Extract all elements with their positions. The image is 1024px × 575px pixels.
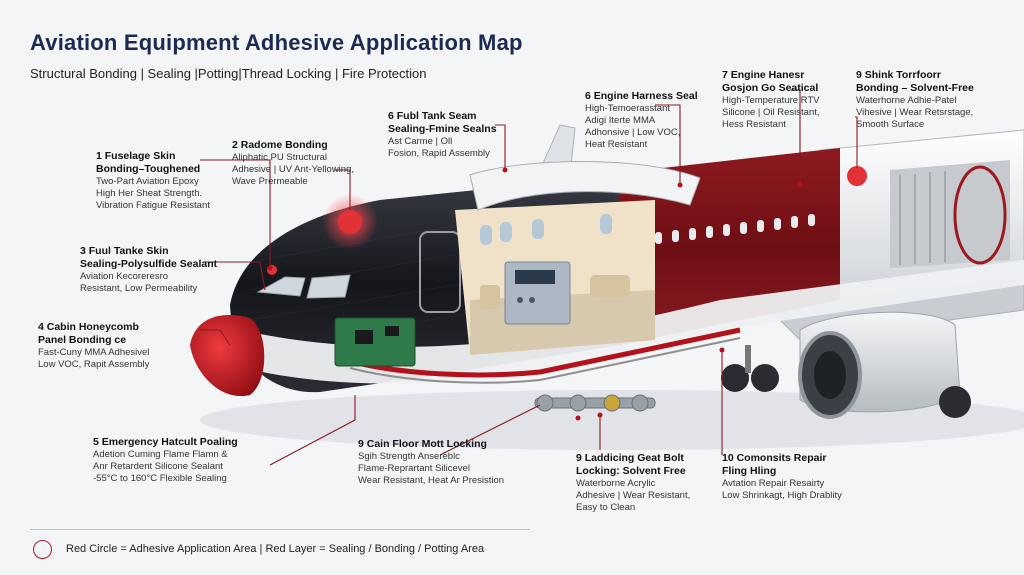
callout-line: Sgih Strength Ansereblc xyxy=(358,451,460,462)
callout-line: Waterborne Acrylic xyxy=(576,478,656,489)
callout-line: Adigi Iterte MMA xyxy=(585,115,656,126)
callout-line: Low VOC, Rapit Assembly xyxy=(38,359,150,370)
callout-heading: 6 Fubl Tank Seam xyxy=(388,110,477,122)
callout-line: Vibration Fatigue Resistant xyxy=(96,200,210,211)
callout-heading: 5 Emergency Hatcult Poaling xyxy=(93,436,238,448)
legend-divider xyxy=(30,529,530,530)
callout-line: Adhesive | Wear Resistant, xyxy=(576,490,691,501)
callout-line: Resistant, Low Permeability xyxy=(80,283,198,294)
callout-1: 1 Fuselage Skin Bonding–Toughened Two-Pa… xyxy=(96,150,210,212)
callout-heading: 6 Engine Harness Seal xyxy=(585,90,698,102)
callout-10: 10 Comonsits Repair Fling Hling Avtation… xyxy=(722,452,842,502)
callout-line: Hess Resistant xyxy=(722,119,786,130)
callout-line: Two-Part Aviation Epoxy xyxy=(96,176,199,187)
callout-line: Fosion, Rapid Assembly xyxy=(388,148,490,159)
callout-subheading: Gosjon Go Seatical xyxy=(722,82,819,94)
callout-9c: 9 Laddicing Geat Bolt Locking: Solvent F… xyxy=(576,452,690,514)
callout-line: Vihesive | Wear Retsrstage, xyxy=(856,107,974,118)
callout-line: Low Shrinkagt, High Drablity xyxy=(722,490,842,501)
callout-line: Avtation Repair Resairty xyxy=(722,478,825,489)
callout-3: 3 Fuul Tanke Skin Sealing-Polysulfide Se… xyxy=(80,245,217,295)
page-subtitle: Structural Bonding | Sealing |Potting|Th… xyxy=(30,66,427,81)
callout-9b: 9 Cain Floor Mott Locking Sgih Strength … xyxy=(358,438,504,487)
callout-line: Silicone | Oil Resistant, xyxy=(722,107,820,118)
callout-heading: 2 Radome Bonding xyxy=(232,139,328,151)
red-circle-icon xyxy=(33,540,52,559)
callout-heading: 9 Cain Floor Mott Locking xyxy=(358,438,487,450)
callout-subheading: Fling Hling xyxy=(722,465,777,477)
callout-heading: 1 Fuselage Skin xyxy=(96,150,176,162)
callout-2: 2 Radome Bonding Aliphatic PU Structural… xyxy=(232,139,354,188)
callout-9a: 9 Shink Torrfoorr Bonding – Solvent-Free… xyxy=(856,69,974,131)
callout-line: Anr Retardent Silicone Sealant xyxy=(93,461,223,472)
callout-subheading: Bonding–Toughened xyxy=(96,163,201,175)
callout-6b: 6 Engine Harness Seal High-Temoerasstant… xyxy=(585,90,698,151)
callout-line: Aviation Kecoreresro xyxy=(80,271,169,282)
callout-heading: 4 Cabin Honeycomb xyxy=(38,321,139,333)
callout-line: Adetion Cuming Flame Flamn & xyxy=(93,449,228,460)
callout-line: -55°C to 160°C Flexible Sealing xyxy=(93,473,227,484)
page-title: Aviation Equipment Adhesive Application … xyxy=(30,30,523,55)
callout-line: Adhonsive | Low VOC, xyxy=(585,127,681,138)
callout-heading: 9 Laddicing Geat Bolt xyxy=(576,452,684,464)
callout-heading: 9 Shink Torrfoorr xyxy=(856,69,941,81)
callout-line: Flame-Reprartant Silicevel xyxy=(358,463,470,474)
callout-subheading: Panel Bonding ce xyxy=(38,334,127,346)
callout-line: Heat Resistant xyxy=(585,139,648,150)
callout-heading: 3 Fuul Tanke Skin xyxy=(80,245,169,257)
callout-7: 7 Engine Hanesr Gosjon Go Seatical High-… xyxy=(722,69,820,131)
callout-line: Smooth Surface xyxy=(856,119,925,130)
callout-heading: 7 Engine Hanesr xyxy=(722,69,805,81)
callout-subheading: Sealing-Fmine Sealns xyxy=(388,123,497,135)
callout-line: Aliphatic PU Structural xyxy=(232,152,328,163)
callout-line: High-Temoerasstant xyxy=(585,103,671,114)
callout-line: Fast-Cuny MMA Adhesivel xyxy=(38,347,150,358)
callout-line: High Her Sheat Strength. xyxy=(96,188,203,199)
callout-subheading: Bonding – Solvent-Free xyxy=(856,82,974,94)
callout-line: Wave Prermeable xyxy=(232,176,308,187)
callout-heading: 10 Comonsits Repair xyxy=(722,452,827,464)
callout-line: Ast Carme | Oll xyxy=(388,136,453,147)
callout-line: Waterhorne Adhie-Patel xyxy=(856,95,957,106)
callout-subheading: Locking: Solvent Free xyxy=(576,465,686,477)
callout-line: Adhesive | UV Ant-Yellowing, xyxy=(232,164,354,175)
callout-line: High-Temperature RTV xyxy=(722,95,820,106)
callout-6a: 6 Fubl Tank Seam Sealing-Fmine Sealns As… xyxy=(388,110,497,160)
callout-line: Wear Resistant, Heat Ar Presistion xyxy=(358,475,505,486)
callout-5: 5 Emergency Hatcult Poaling Adetion Cumi… xyxy=(93,436,238,485)
callout-4: 4 Cabin Honeycomb Panel Bonding ce Fast-… xyxy=(38,321,149,371)
callout-line: Easy to Clean xyxy=(576,502,636,513)
legend-text: Red Circle = Adhesive Application Area |… xyxy=(66,543,485,555)
callout-subheading: Sealing-Polysulfide Sealant xyxy=(80,258,218,270)
